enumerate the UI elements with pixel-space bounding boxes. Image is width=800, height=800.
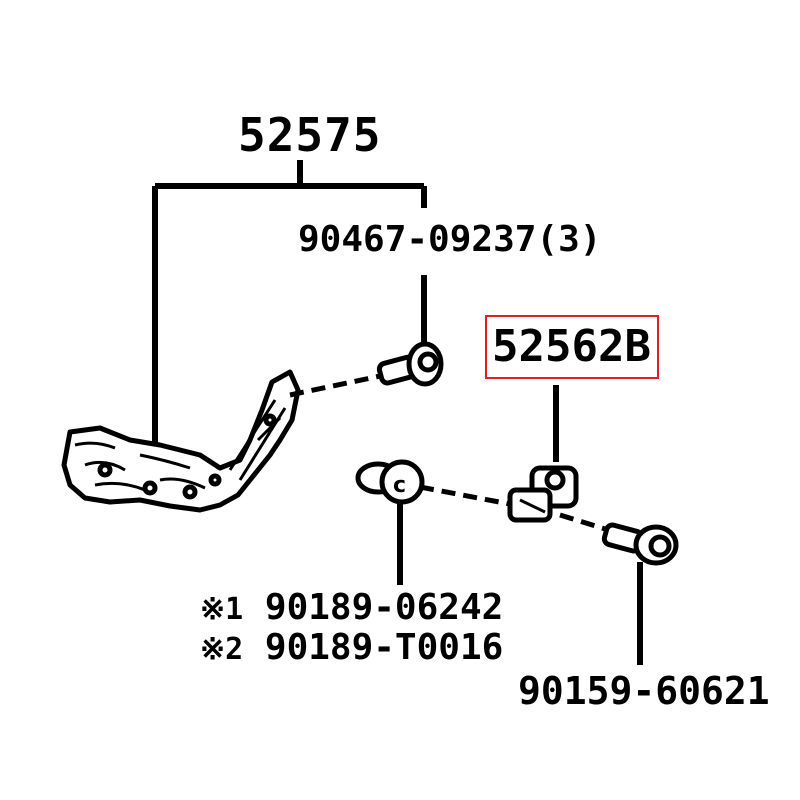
clip-shape: c xyxy=(355,459,425,505)
bracket-52575-shape xyxy=(61,369,301,513)
highlight-box xyxy=(485,315,659,379)
label-note2: ※2 90189-T0016 xyxy=(200,630,503,666)
leader-52575 xyxy=(152,160,427,450)
dashline-90467 xyxy=(289,372,386,398)
note2-mark: ※2 xyxy=(200,632,244,667)
label-90159-60621[interactable]: 90159-60621 xyxy=(518,669,770,713)
label-90189-06242[interactable]: 90189-06242 xyxy=(264,587,504,628)
label-52562b[interactable]: 52562B xyxy=(492,321,651,372)
label-note1: ※1 90189-06242 xyxy=(200,590,503,626)
label-90189-t0016[interactable]: 90189-T0016 xyxy=(264,627,504,668)
note1-mark: ※1 xyxy=(200,592,244,627)
label-52575[interactable]: 52575 xyxy=(238,108,382,162)
part-52562b-shape xyxy=(507,465,579,523)
bolt-90467-shape xyxy=(376,341,444,387)
bolt-90159-shape xyxy=(601,522,679,566)
dashline-clip xyxy=(419,484,516,508)
svg-text:c: c xyxy=(393,473,406,498)
label-90467-09237[interactable]: 90467-09237(3) xyxy=(298,219,602,260)
